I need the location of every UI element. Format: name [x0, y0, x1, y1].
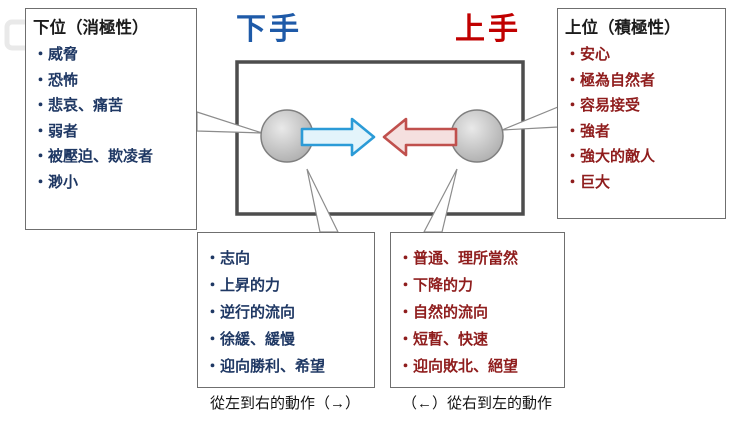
list-item: ・自然的流向	[398, 304, 489, 321]
caption-left-to-right: 從左到右的動作（→）	[209, 395, 360, 412]
list-item: ・容易接受	[565, 97, 641, 114]
list-item: ・極為自然者	[565, 71, 656, 89]
rightward-arrow	[300, 117, 376, 157]
caption-right-to-left: （←）從右到左的動作	[401, 395, 552, 412]
list-item: ・弱者	[33, 122, 79, 140]
list-item: ・被壓迫、欺凌者	[33, 148, 154, 165]
upper-rank-box: 上位（積極性） ・安心 ・極為自然者 ・容易接受 ・強者 ・強大的敵人 ・巨大	[557, 8, 726, 219]
uwate-title: 上手	[455, 13, 521, 46]
list-item: ・徐緩、緩慢	[205, 331, 296, 348]
list-item: ・悲哀、痛苦	[33, 97, 124, 114]
list-item: ・志向	[205, 250, 251, 267]
list-item: ・強者	[565, 122, 611, 140]
list-item: ・恐怖	[33, 71, 79, 89]
left-motion-box: ・志向 ・上昇的力 ・逆行的流向 ・徐緩、緩慢 ・迎向勝利、希望	[197, 232, 375, 388]
right-motion-list: ・普通、理所當然 ・下降的力 ・自然的流向 ・短暫、快速 ・迎向敗北、絕望	[391, 233, 564, 380]
upper-rank-title: 上位（積極性）	[565, 19, 681, 37]
list-item: ・安心	[565, 46, 611, 63]
lower-rank-title: 下位（消極性）	[33, 19, 149, 37]
list-item: ・迎向勝利、希望	[205, 358, 326, 375]
lower-rank-list: ・威脅 ・恐怖 ・悲哀、痛苦 ・弱者 ・被壓迫、欺凌者 ・渺小	[26, 40, 196, 195]
leftward-arrow	[382, 117, 458, 157]
list-item: ・普通、理所當然	[398, 250, 519, 267]
list-item: ・上昇的力	[205, 277, 281, 294]
list-item: ・下降的力	[398, 277, 474, 294]
left-motion-list: ・志向 ・上昇的力 ・逆行的流向 ・徐緩、緩慢 ・迎向勝利、希望	[198, 233, 374, 380]
right-actor-circle	[450, 109, 504, 163]
list-item: ・短暫、快速	[398, 331, 489, 348]
list-item: ・巨大	[565, 173, 611, 191]
callout-pointer-lower-rank	[196, 111, 263, 134]
list-item: ・迎向敗北、絕望	[398, 358, 519, 375]
lower-rank-box: 下位（消極性） ・威脅 ・恐怖 ・悲哀、痛苦 ・弱者 ・被壓迫、欺凌者 ・渺小	[25, 8, 197, 230]
list-item: ・強大的敵人	[565, 148, 656, 165]
list-item: ・渺小	[33, 173, 79, 191]
shitate-title: 下手	[236, 13, 302, 46]
list-item: ・威脅	[33, 46, 79, 63]
upper-rank-list: ・安心 ・極為自然者 ・容易接受 ・強者 ・強大的敵人 ・巨大	[558, 40, 725, 195]
list-item: ・逆行的流向	[205, 304, 296, 321]
right-motion-box: ・普通、理所當然 ・下降的力 ・自然的流向 ・短暫、快速 ・迎向敗北、絕望	[390, 232, 565, 388]
